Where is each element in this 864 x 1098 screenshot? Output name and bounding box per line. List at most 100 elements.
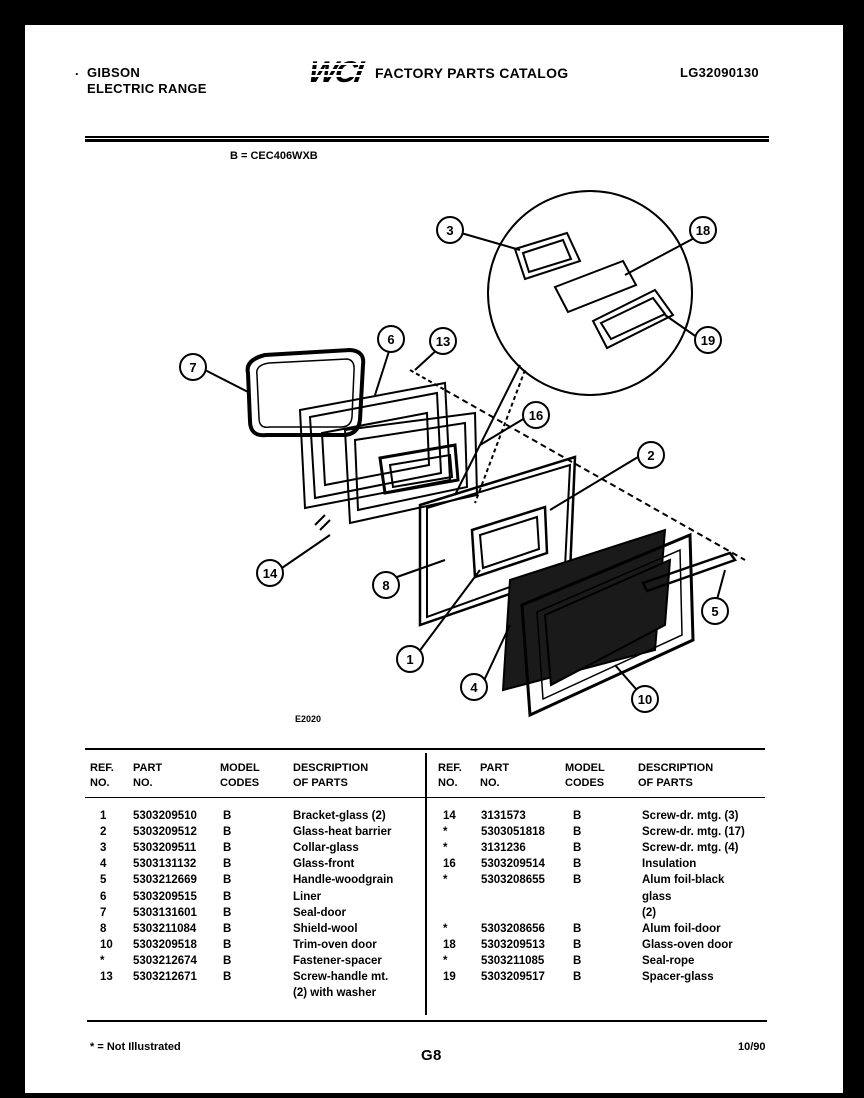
ref-cell: 8 [100,922,107,935]
model-code-cell: B [223,874,232,887]
description-cell: Screw-handle mt. [293,971,389,983]
header-dot: . [75,63,79,78]
col-ref-header-right: REF.NO. [438,762,462,789]
part-1-bracket-glass [470,505,549,579]
part-number-cell: 5303208655 [481,874,545,887]
model-code-cell: B [223,922,232,935]
callout-19: 19 [701,333,715,348]
table-row: * 5303211085 B Seal-rope [25,953,843,969]
table-top-rule [85,748,765,750]
wci-logo: WCI [306,55,380,92]
ref-cell: * [100,954,105,967]
description-cell: Collar-glass [293,842,359,855]
table-divider [425,753,427,1015]
wci-logo-text: WCI [310,56,367,87]
part-number-cell: 3131236 [481,842,526,855]
description-cell: Screw-dr. mtg. (4) [642,842,739,855]
ref-cell: 2 [100,826,107,839]
part-7-seal-door [245,347,366,438]
model-key: B = CEC406WXB [230,150,318,162]
ref-cell: 7 [100,906,107,919]
exploded-diagram: 3 18 19 7 6 13 16 2 5 8 1 4 10 14 E2020 [179,190,746,724]
part-number-cell: 5303212671 [133,971,197,983]
callout-16: 16 [529,408,543,423]
part-10-trim-oven-door [520,532,695,718]
part-number-cell: 5303209514 [481,858,545,871]
description-cell: Fastener-spacer [293,954,382,967]
header-rule-thin [85,136,769,138]
description-cell: glass [642,890,672,903]
description-cell: Trim-oven door [293,938,377,951]
description-cell: Seal-rope [642,954,695,967]
description-cell: Glass-heat barrier [293,826,392,839]
model-code-cell: B [573,922,582,935]
ref-cell: * [443,874,448,887]
part-number-cell: 5303209515 [133,890,197,903]
callout-1: 1 [406,652,413,667]
brand-name: GIBSON [87,65,141,80]
part-number-cell: 5303209512 [133,826,197,839]
ref-cell: * [443,842,448,855]
ref-cell: 19 [443,971,456,983]
part-number-cell: 5303209510 [133,810,197,822]
callout-18: 18 [696,223,710,238]
model-code-cell: B [223,890,232,903]
part-number-cell: 5303212674 [133,954,197,967]
table-row: 2 5303209512 B Glass-heat barrier [25,824,425,840]
model-code-cell: B [223,906,232,919]
callout-6: 6 [387,332,394,347]
callout-7: 7 [189,360,196,375]
ref-cell: * [443,922,448,935]
description-cell: Screw-dr. mtg. (17) [642,826,745,839]
model-code-cell: B [223,842,232,855]
part-5-handle-woodgrain [641,551,737,593]
description-cell: Liner [293,890,322,903]
ref-cell: 6 [100,890,107,903]
catalog-page: . GIBSON ELECTRIC RANGE WCI FACTORY PART… [25,25,843,1093]
ref-cell: 16 [443,858,456,871]
table-row: * 3131236 B Screw-dr. mtg. (4) [25,840,843,856]
callout-13: 13 [436,334,450,349]
ref-cell: 18 [443,938,456,951]
model-code-cell: B [223,826,232,839]
description-cell: (2) [642,906,657,919]
part-number-cell: 5303208656 [481,922,545,935]
table-row: 7 5303131601 B Seal-door [25,905,425,921]
catalog-title: FACTORY PARTS CATALOG [375,65,569,81]
detail-magnifier-circle [487,190,693,396]
figure-code: E2020 [295,714,321,724]
description-cell: Shield-wool [293,922,358,935]
table-row: glass [25,889,843,905]
not-illustrated-note: * = Not Illustrated [90,1041,181,1053]
part-number-cell: 5303131601 [133,906,197,919]
part-3-collar-glass [513,231,582,281]
model-code-cell: B [573,810,582,822]
ref-cell: 3 [100,842,107,855]
ref-cell: * [443,826,448,839]
description-cell: Seal-door [293,906,347,919]
callout-10: 10 [638,692,652,707]
table-row: (2) [25,905,843,921]
callout-2: 2 [647,448,654,463]
model-code-cell: B [573,954,582,967]
model-code-cell: B [573,842,582,855]
part-number-cell: 5303212669 [133,874,197,887]
model-code-cell: B [573,826,582,839]
callout-8: 8 [382,578,389,593]
table-row: (2) with washer [25,985,425,1001]
model-code-cell: B [573,971,582,983]
part-number-cell: 5303211085 [481,954,545,967]
ref-cell: 5 [100,874,107,887]
